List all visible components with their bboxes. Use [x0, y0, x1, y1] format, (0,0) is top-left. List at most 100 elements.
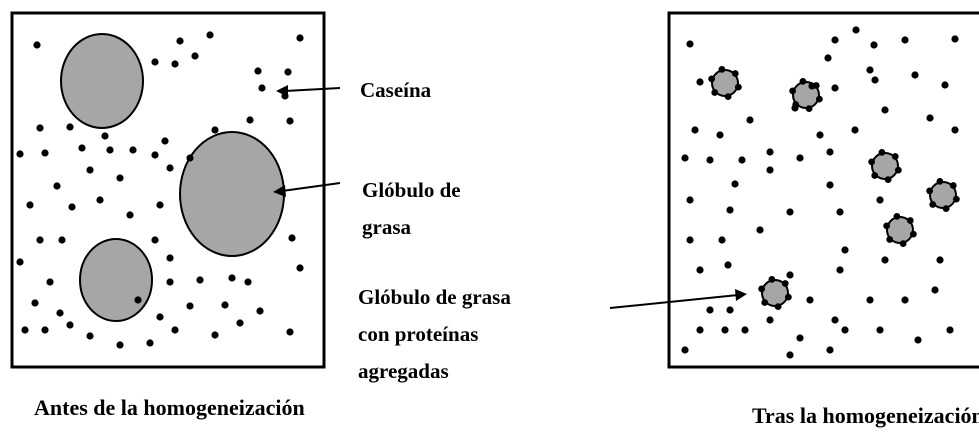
attached-protein	[761, 299, 769, 306]
casein-particle	[36, 236, 44, 244]
casein-particle	[806, 296, 814, 304]
casein-particle	[826, 181, 834, 189]
attached-protein	[799, 77, 807, 85]
casein-particle	[66, 321, 74, 329]
casein-particle	[33, 41, 41, 49]
fat-globule-arrow	[273, 182, 341, 197]
casein-particle	[211, 126, 219, 134]
casein-label: Caseína	[360, 72, 431, 109]
casein-particle	[786, 351, 794, 359]
casein-particle	[126, 211, 134, 219]
casein-particle	[831, 84, 839, 92]
casein-particle	[876, 326, 884, 334]
attached-protein	[891, 153, 899, 160]
aggregated-fat-globule	[708, 65, 742, 101]
fat-globule-bottom	[79, 238, 153, 322]
casein-particle	[881, 106, 889, 114]
attached-protein	[949, 182, 957, 189]
casein-particle	[876, 196, 884, 204]
casein-particle	[831, 316, 839, 324]
fat-globule-label-line1: Glóbulo de	[362, 178, 461, 202]
casein-particle	[686, 236, 694, 244]
fat-globule-label-line2: grasa	[362, 215, 411, 239]
casein-particle	[284, 68, 292, 76]
casein-particle	[58, 236, 66, 244]
casein-particle	[741, 326, 749, 334]
attached-protein	[883, 222, 891, 230]
fat-globule-label: Glóbulo de grasa	[362, 172, 461, 246]
casein-particle	[726, 206, 734, 214]
casein-particle	[756, 226, 764, 234]
casein-particle	[836, 208, 844, 216]
casein-particle	[836, 266, 844, 274]
casein-particle	[852, 26, 860, 34]
aggregated-globule-arrow	[609, 289, 747, 309]
aggregated-fat-globule	[926, 177, 960, 213]
casein-particle	[116, 341, 124, 349]
before-panel	[10, 11, 326, 369]
casein-particle	[831, 36, 839, 44]
casein-particle	[221, 301, 229, 309]
casein-particle	[766, 166, 774, 174]
casein-particle	[841, 326, 849, 334]
casein-particle	[106, 146, 114, 154]
attached-protein	[734, 83, 742, 91]
casein-particle	[78, 144, 86, 152]
casein-particle	[151, 58, 159, 66]
fat-globule-large	[60, 33, 144, 129]
caption-before: Antes de la homogeneización	[34, 395, 305, 420]
aggregated-label-line2: con proteínas	[358, 322, 479, 346]
casein-particle	[86, 332, 94, 340]
casein-particles-before	[16, 31, 304, 349]
casein-particle	[129, 146, 137, 154]
casein-particle	[236, 319, 244, 327]
attached-protein	[952, 195, 960, 203]
casein-particle	[696, 266, 704, 274]
attached-protein	[768, 275, 776, 283]
casein-particle	[841, 246, 849, 254]
casein-particle	[786, 271, 794, 279]
casein-particle	[681, 154, 689, 162]
casein-particle	[156, 313, 164, 321]
attached-protein	[789, 87, 797, 95]
casein-particle	[791, 104, 799, 112]
aggregated-fat-globule	[758, 275, 792, 311]
aggregated-fat-globule	[883, 212, 917, 248]
casein-particle	[796, 154, 804, 162]
casein-particle	[206, 31, 214, 39]
fat-globule-right	[179, 131, 285, 257]
casein-particle	[186, 154, 194, 162]
casein-particle	[718, 236, 726, 244]
casein-particle	[816, 131, 824, 139]
casein-particle	[68, 203, 76, 211]
attached-protein	[929, 201, 937, 208]
casein-particle	[296, 264, 304, 272]
casein-particle	[746, 116, 754, 124]
casein-particle	[696, 78, 704, 86]
casein-particle	[254, 67, 262, 75]
casein-particle	[56, 309, 64, 317]
casein-arrow	[276, 85, 341, 97]
casein-particle	[871, 76, 879, 84]
casein-particle	[36, 124, 44, 132]
attached-protein	[878, 148, 886, 156]
aggregated-fat-globule	[868, 148, 902, 184]
casein-particle	[911, 71, 919, 79]
aggregated-globule-label: Glóbulo de grasa con proteínas agregadas	[358, 279, 511, 390]
casein-particle	[146, 339, 154, 347]
attached-protein	[774, 303, 782, 311]
attached-protein	[942, 205, 950, 213]
attached-protein	[784, 293, 792, 301]
casein-particle	[166, 254, 174, 262]
aggregated-label-line3: agregadas	[358, 359, 449, 383]
attached-protein	[781, 280, 789, 287]
casein-particle	[228, 274, 236, 282]
casein-particle	[686, 40, 694, 48]
casein-particle	[196, 276, 204, 284]
casein-particle	[46, 278, 54, 286]
casein-particle	[16, 150, 24, 158]
casein-particle	[901, 296, 909, 304]
casein-particle	[151, 151, 159, 159]
aggregated-label-line1: Glóbulo de grasa	[358, 285, 511, 309]
casein-particle	[86, 166, 94, 174]
